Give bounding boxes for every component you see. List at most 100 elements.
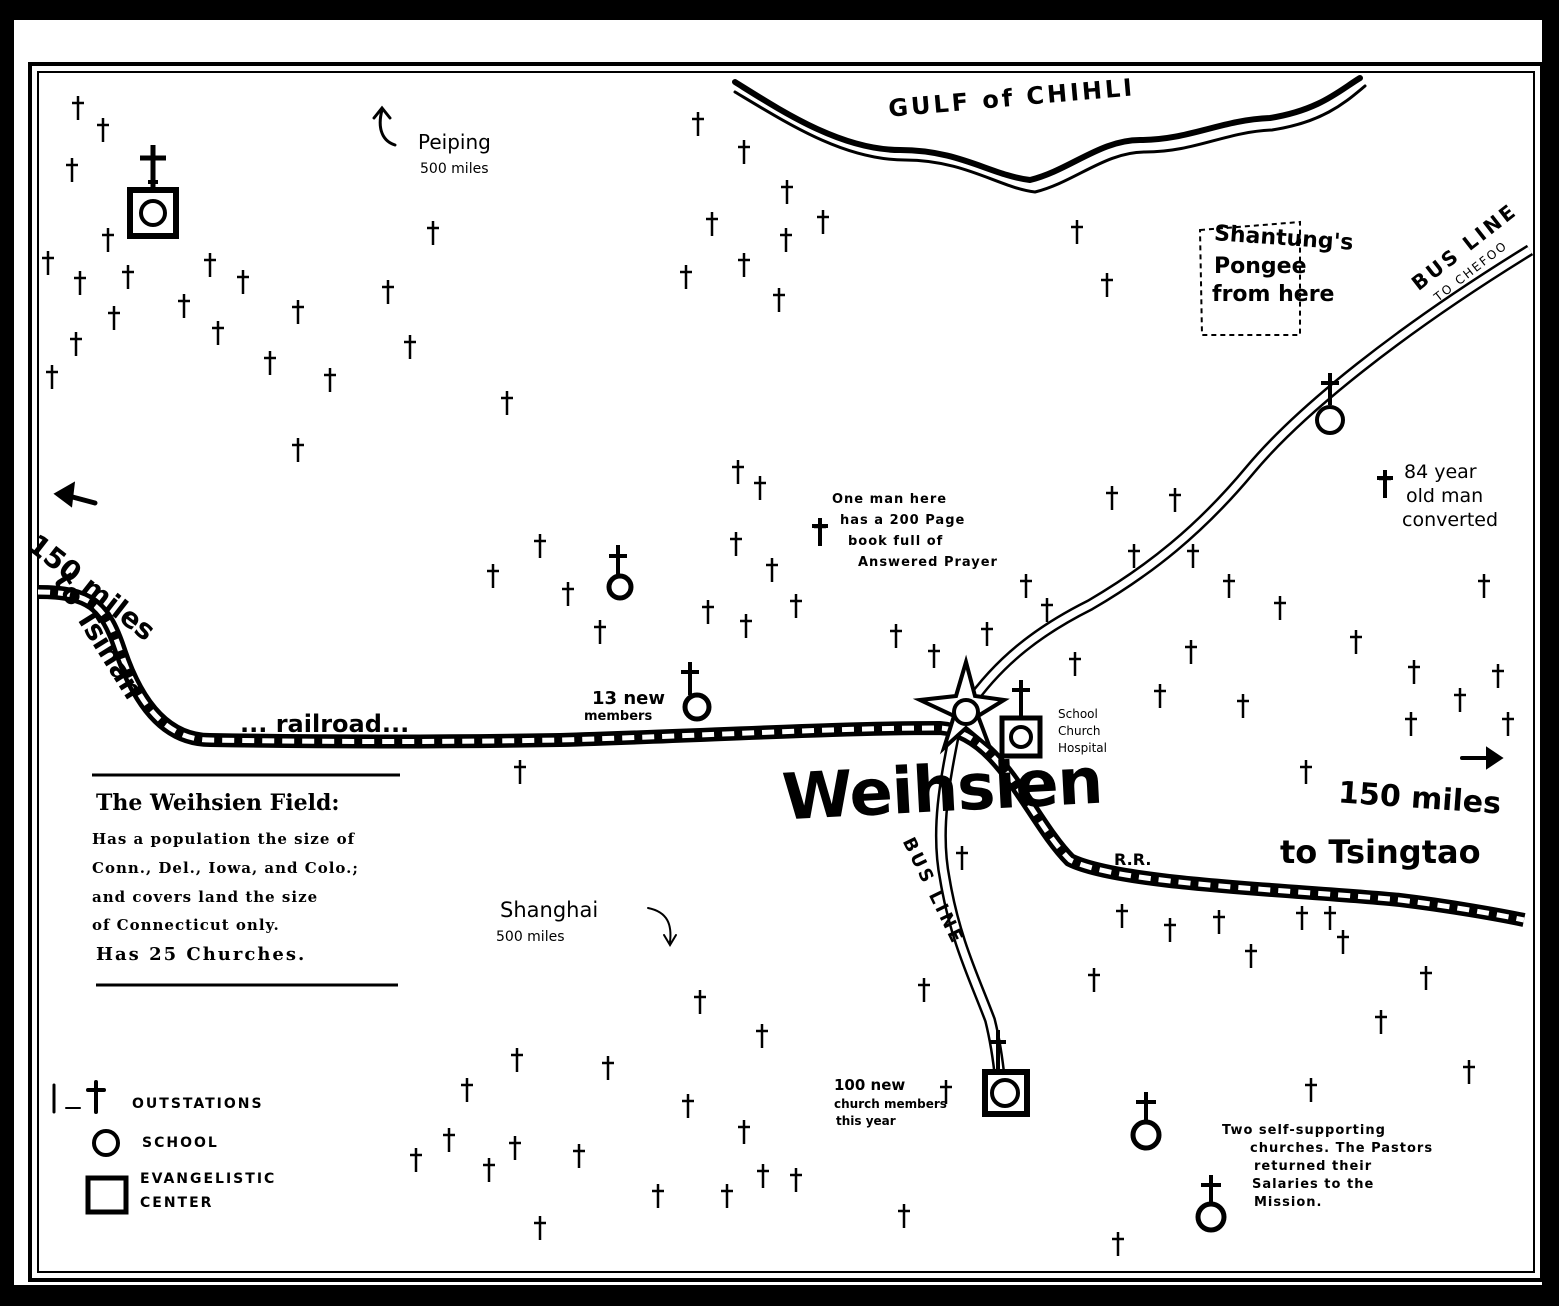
outstation-cross (1169, 488, 1181, 512)
outstation-cross (178, 294, 190, 318)
outstation-cross (461, 1078, 473, 1102)
self-supporting-line5: Mission. (1254, 1195, 1323, 1210)
outstation-cross (680, 265, 692, 289)
outstation-crosses (42, 96, 1514, 1256)
outstation-cross (237, 270, 249, 294)
self-supporting-line3: returned their (1254, 1159, 1373, 1174)
outstation-cross (1154, 684, 1166, 708)
school-self-supporting-2 (1195, 1175, 1227, 1233)
map-frame-inner (37, 71, 1535, 1273)
outstation-cross (487, 564, 499, 588)
outstation-cross (706, 212, 718, 236)
outstation-cross (898, 1204, 910, 1228)
outstation-cross (501, 391, 513, 415)
outstation-cross (1350, 630, 1362, 654)
railroad-label: ... railroad... (240, 710, 410, 738)
evangelistic-center-northwest (127, 145, 179, 239)
shanghai-distance-label: 500 miles (496, 929, 565, 945)
outstation-cross (1106, 486, 1118, 510)
outstation-cross (652, 1184, 664, 1208)
field-box-line2: Conn., Del., Iowa, and Colo.; (92, 859, 359, 877)
school-church-hospital-line1: School (1058, 707, 1098, 721)
shanghai-label: Shanghai (500, 898, 599, 922)
outstation-cross (382, 280, 394, 304)
legend-school-label: SCHOOL (142, 1135, 219, 1151)
outstation-cross (74, 271, 86, 295)
outstation-cross (292, 438, 304, 462)
outstation-cross (692, 112, 704, 136)
school-church-hospital-line2: Church (1058, 724, 1101, 738)
outstation-cross (1088, 968, 1100, 992)
outstation-cross (928, 644, 940, 668)
weihsien-city-star (912, 654, 1010, 755)
arrow-to-peiping (372, 105, 397, 147)
outstation-cross (122, 265, 134, 289)
outstation-cross (324, 368, 336, 392)
outstation-cross (738, 140, 750, 164)
outstation-cross (682, 1094, 694, 1118)
outstation-cross (1041, 598, 1053, 622)
new-members-100-line3: this year (836, 1114, 896, 1128)
school-church-hospital-line3: Hospital (1058, 741, 1107, 755)
outstation-cross (702, 600, 714, 624)
pongee-label-line2: Pongee (1214, 254, 1307, 279)
outstation-cross (1478, 574, 1490, 598)
outstation-cross (562, 582, 574, 606)
outstation-cross (730, 532, 742, 556)
outstation-cross (1305, 1078, 1317, 1102)
prayer-book-line4: Answered Prayer (858, 555, 998, 570)
outstation-cross (1101, 273, 1113, 297)
outstation-cross (534, 1216, 546, 1240)
outstation-cross (1185, 640, 1197, 664)
arrow-to-tsinan (53, 481, 98, 508)
outstation-cross (514, 760, 526, 784)
outstation-cross (264, 351, 276, 375)
outstation-cross (738, 253, 750, 277)
outstation-cross (754, 476, 766, 500)
outstation-cross (694, 990, 706, 1014)
outstation-cross (780, 228, 792, 252)
bus-line-south (934, 728, 1006, 1081)
peiping-label: Peiping (418, 130, 491, 154)
outstation-cross (66, 158, 78, 182)
outstation-cross (773, 288, 785, 312)
pongee-label-line3: from here (1212, 282, 1335, 307)
outstation-cross (1300, 760, 1312, 784)
outstation-cross (70, 332, 82, 356)
outstation-cross (204, 253, 216, 277)
outstation-cross (956, 846, 968, 870)
gulf-coastline (732, 75, 1367, 194)
outstation-cross (1069, 652, 1081, 676)
outstation-cross (509, 1136, 521, 1160)
new-members-13-line1: 13 new (592, 688, 665, 709)
outstation-cross (212, 321, 224, 345)
outstation-cross (1128, 544, 1140, 568)
old-man-line3: converted (1402, 509, 1499, 531)
outstation-cross (46, 365, 58, 389)
outstation-cross (108, 306, 120, 330)
outstation-cross (1296, 906, 1308, 930)
outstation-cross (756, 1024, 768, 1048)
outstation-cross (1020, 574, 1032, 598)
outstation-cross (1337, 930, 1349, 954)
outstation-cross (1237, 694, 1249, 718)
field-box-line5: Has 25 Churches. (96, 944, 307, 965)
outstation-cross (1245, 944, 1257, 968)
evangelistic-center-south (982, 1030, 1030, 1117)
outstation-cross (1071, 220, 1083, 244)
outstation-cross (1454, 688, 1466, 712)
outstation-cross (97, 118, 109, 142)
field-box-line1: Has a population the size of (92, 830, 356, 848)
outstation-cross (483, 1158, 495, 1182)
school-self-supporting-1 (1130, 1092, 1162, 1151)
school-central (606, 545, 634, 601)
outstation-cross (1420, 966, 1432, 990)
outstation-cross (410, 1148, 422, 1172)
outstation-cross (1274, 596, 1286, 620)
legend-outstations-label: OUTSTATIONS (132, 1096, 264, 1112)
arrow-to-shanghai (647, 907, 677, 947)
outstation-cross-bold (1377, 470, 1393, 498)
peiping-distance-label: 500 miles (420, 161, 489, 177)
outstation-cross (790, 1168, 802, 1192)
field-box-line3: and covers land the size (92, 888, 319, 906)
